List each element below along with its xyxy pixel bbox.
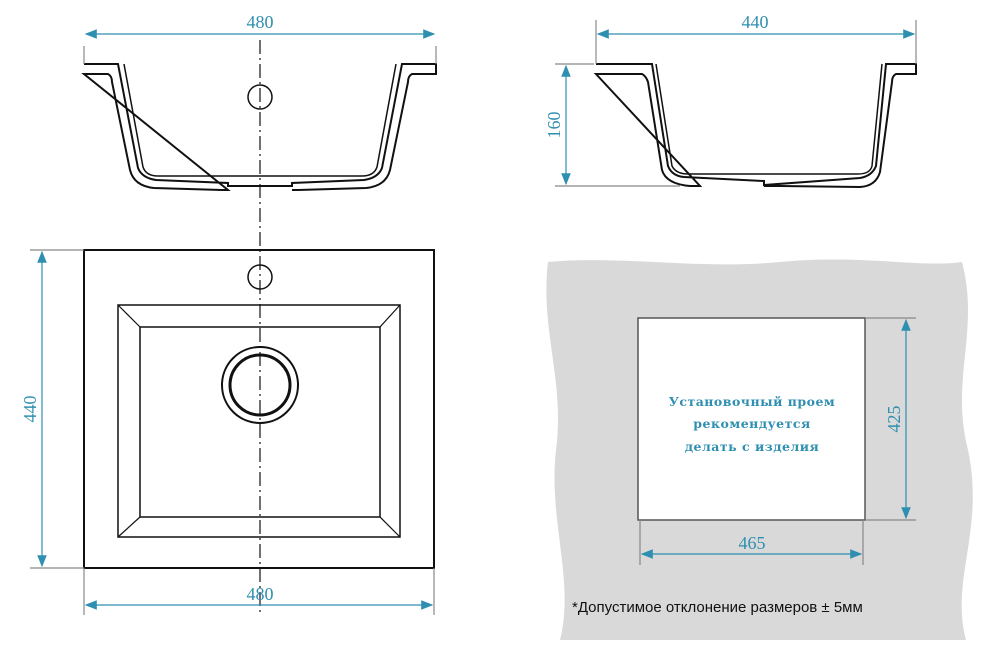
tolerance-footnote: *Допустимое отклонение размеров ± 5мм	[572, 599, 863, 616]
dim-cutout-height: 425	[884, 406, 904, 433]
cutout-note-line-1: Установочный проем	[669, 394, 836, 409]
front-view	[81, 63, 437, 191]
dim-side-width: 440	[742, 12, 769, 32]
dim-top-height: 440	[20, 396, 40, 423]
countertop-cutout-view: Установочный проем рекомендуется делать …	[546, 259, 973, 640]
cutout-opening	[637, 317, 866, 521]
dim-front-width: 480	[247, 12, 274, 32]
dim-cutout-width: 465	[739, 533, 766, 553]
cutout-note-line-3: делать с изделия	[685, 439, 820, 454]
drain-hole	[221, 346, 299, 424]
top-view	[83, 249, 435, 569]
overflow-hole-top	[247, 264, 273, 290]
cutout-note-line-2: рекомендуется	[693, 416, 810, 431]
side-view	[593, 63, 917, 189]
dim-top-width: 480	[247, 584, 274, 604]
overflow-hole	[247, 84, 273, 110]
dim-depth: 160	[544, 112, 564, 139]
